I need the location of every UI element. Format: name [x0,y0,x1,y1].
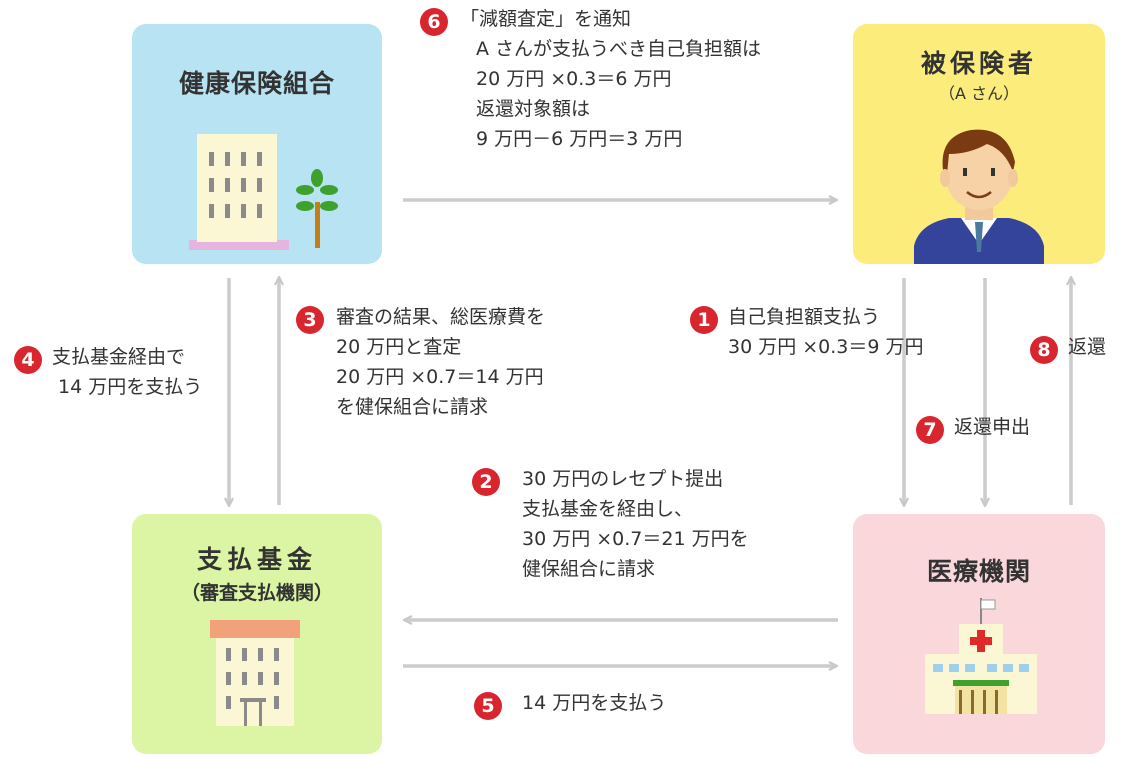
office-building-icon [210,620,300,726]
step-2-line-1: 30 万円のレセプト提出 [522,468,724,490]
step-6-line-5: 9 万円－6 万円＝3 万円 [476,128,683,150]
step-5-badge: 5 [474,692,502,720]
step-3-line-1: 審査の結果、総医療費を [336,306,546,328]
step-2-text: 30 万円のレセプト提出 支払基金を経由し、 30 万円 ×0.7＝21 万円を… [522,464,749,584]
fund-box: 支払基金 （審査支払機関） [132,514,382,754]
step-8-badge: 8 [1030,336,1058,364]
office-building-icon [189,134,338,250]
step-2-badge: 2 [472,468,500,496]
medical-title: 医療機関 [926,557,1031,586]
step-2-line-2: 支払基金を経由し、 [522,498,694,520]
fund-subtitle: （審査支払機関） [180,582,333,604]
step-2-line-4: 健保組合に請求 [522,558,656,580]
step-1-badge: 1 [690,306,718,334]
step-1-line-2: 30 万円 ×0.3＝9 万円 [728,336,924,358]
step-3-line-3: 20 万円 ×0.7＝14 万円 [336,366,544,388]
person-icon [914,129,1044,264]
step-7-text: 返還申出 [954,412,1030,442]
step-6-line-2: A さんが支払うべき自己負担額は [476,38,762,60]
medical-box: 医療機関 [853,514,1105,754]
step-4-text: 支払基金経由で 14 万円を支払う [52,342,202,402]
step-3-badge: 3 [296,306,324,334]
step-6-badge: 6 [420,8,448,36]
step-6-line-3: 20 万円 ×0.3＝6 万円 [476,68,672,90]
step-2-line-3: 30 万円 ×0.7＝21 万円を [522,528,749,550]
insured-subtitle: （A さん） [938,84,1020,103]
step-1-line-1: 自己負担額支払う [728,306,881,328]
step-6-line-4: 返還対象額は [476,98,591,120]
step-7-line-1: 返還申出 [954,416,1031,438]
step-6-text: 「減額査定」を通知 A さんが支払うべき自己負担額は 20 万円 ×0.3＝6 … [460,4,761,154]
step-4-badge: 4 [14,346,42,374]
hospital-icon [925,598,1037,714]
step-8-text: 返還 [1068,332,1106,362]
insurer-title: 健康保険組合 [178,69,335,98]
step-5-text: 14 万円を支払う [522,688,666,718]
insured-title: 被保険者 [920,49,1037,78]
step-3-text: 審査の結果、総医療費を 20 万円と査定 20 万円 ×0.7＝14 万円 を健… [336,302,545,422]
step-4-line-1: 支払基金経由で [52,346,186,368]
step-1-text: 自己負担額支払う 30 万円 ×0.3＝9 万円 [728,302,924,362]
step-5-line-1: 14 万円を支払う [522,692,667,714]
insurer-box: 健康保険組合 [132,24,382,264]
step-8-line-1: 返還 [1068,336,1107,358]
step-3-line-2: 20 万円と査定 [336,336,462,358]
step-4-line-2: 14 万円を支払う [58,376,203,398]
step-7-badge: 7 [916,416,944,444]
step-3-line-4: を健保組合に請求 [336,396,489,418]
fund-title: 支払基金 [196,545,317,574]
insured-box: 被保険者 （A さん） [853,24,1105,264]
step-6-line-1: 「減額査定」を通知 [460,8,632,30]
